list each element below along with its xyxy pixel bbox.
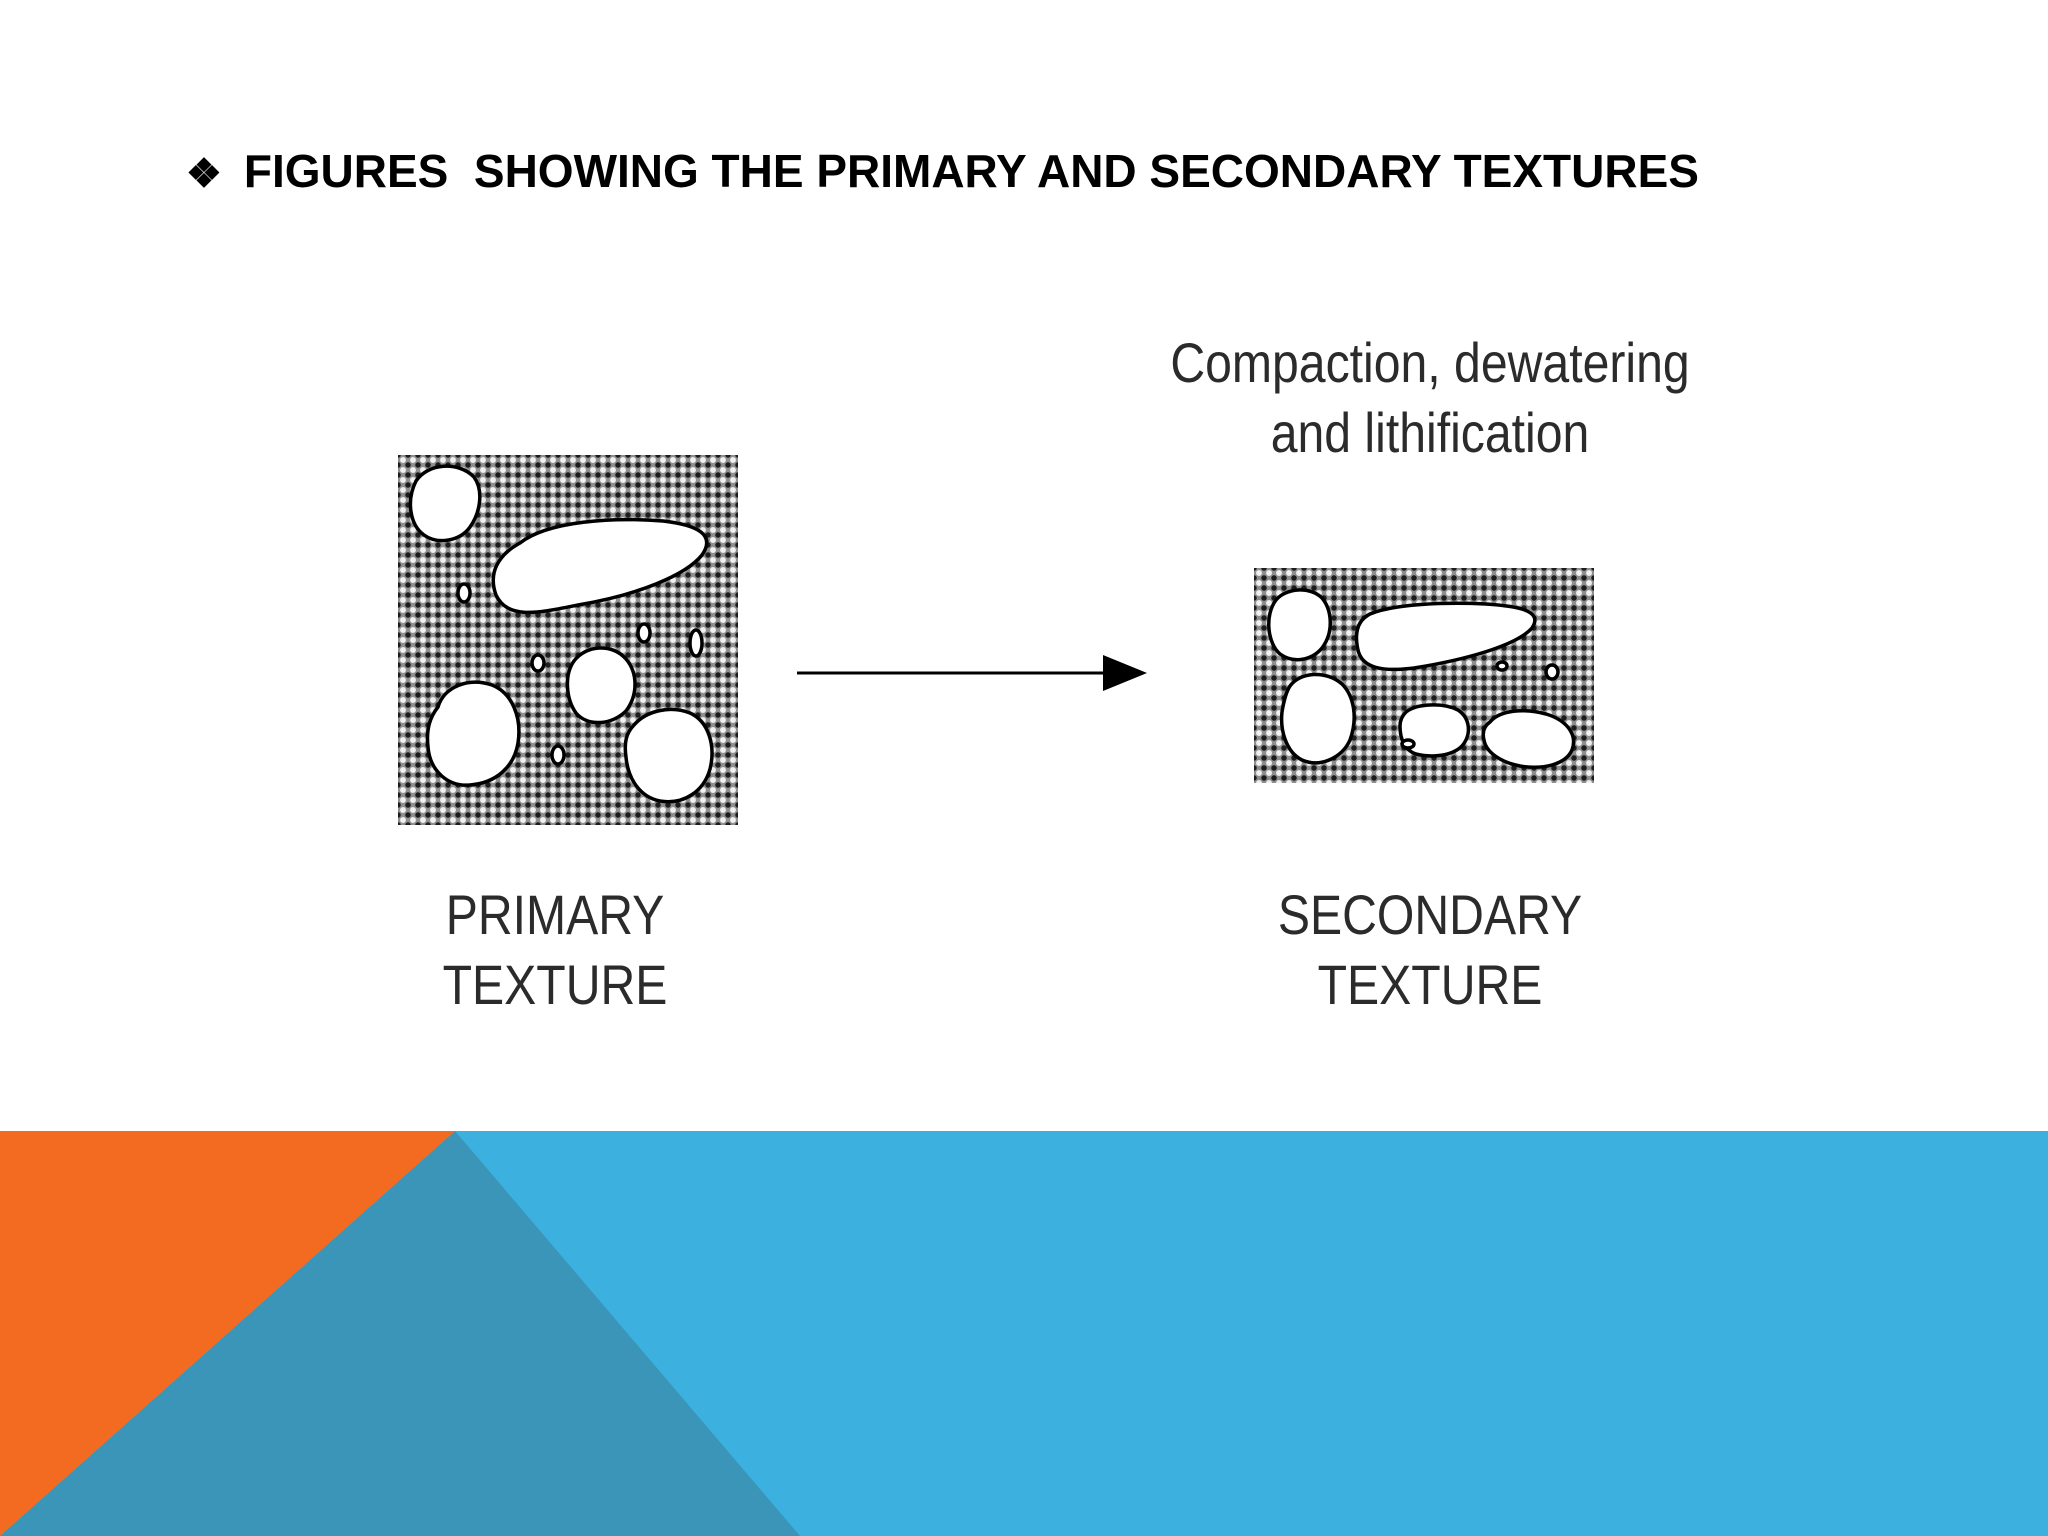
grain-bottom-left [425,680,521,787]
grain-top-left [408,464,482,543]
grain-center [565,646,637,725]
process-arrow [797,655,1147,691]
grain-small-1 [1495,660,1509,672]
grain-small-3 [636,622,652,644]
primary-texture-label: PRIMARY TEXTURE [422,880,689,1020]
grain-small-1 [456,582,472,604]
diamond-bullet-icon: ❖ [186,152,222,196]
primary-texture-figure [398,455,738,825]
grain-bottom-center [1398,703,1471,758]
secondary-texture-figure [1254,568,1594,783]
slide-title-text: FIGURES SHOWING THE PRIMARY AND SECONDAR… [243,145,1699,197]
secondary-label-line-1: SECONDARY [1277,883,1583,946]
grain-bottom-right [623,707,714,804]
grain-bottom-left [1279,672,1356,765]
grain-elongate [1354,601,1537,672]
grain-large-elongate [491,517,709,615]
grain-bottom-right [1481,708,1576,769]
primary-label-line-1: PRIMARY [445,883,665,946]
grain-small-2 [1544,663,1560,681]
process-label: Compaction, dewatering and lithification [1146,328,1714,468]
grain-small-4 [688,628,704,658]
grain-small-2 [530,653,546,673]
secondary-texture-label: SECONDARY TEXTURE [1232,880,1628,1020]
primary-grains [408,464,714,804]
orange-triangle [0,1131,455,1536]
grain-small-5 [550,744,566,766]
primary-label-line-2: TEXTURE [442,953,668,1016]
process-label-line-2: and lithification [1270,401,1590,464]
secondary-label-line-2: TEXTURE [1317,953,1543,1016]
secondary-grains [1267,588,1576,769]
teal-triangle [0,1131,800,1536]
grain-top-left [1267,588,1332,662]
decorative-bottom-band [0,1131,2048,1536]
grain-small-3 [1400,738,1416,750]
slide-title: ❖ FIGURES SHOWING THE PRIMARY AND SECONDA… [186,140,1946,205]
process-label-line-1: Compaction, dewatering [1170,331,1690,394]
